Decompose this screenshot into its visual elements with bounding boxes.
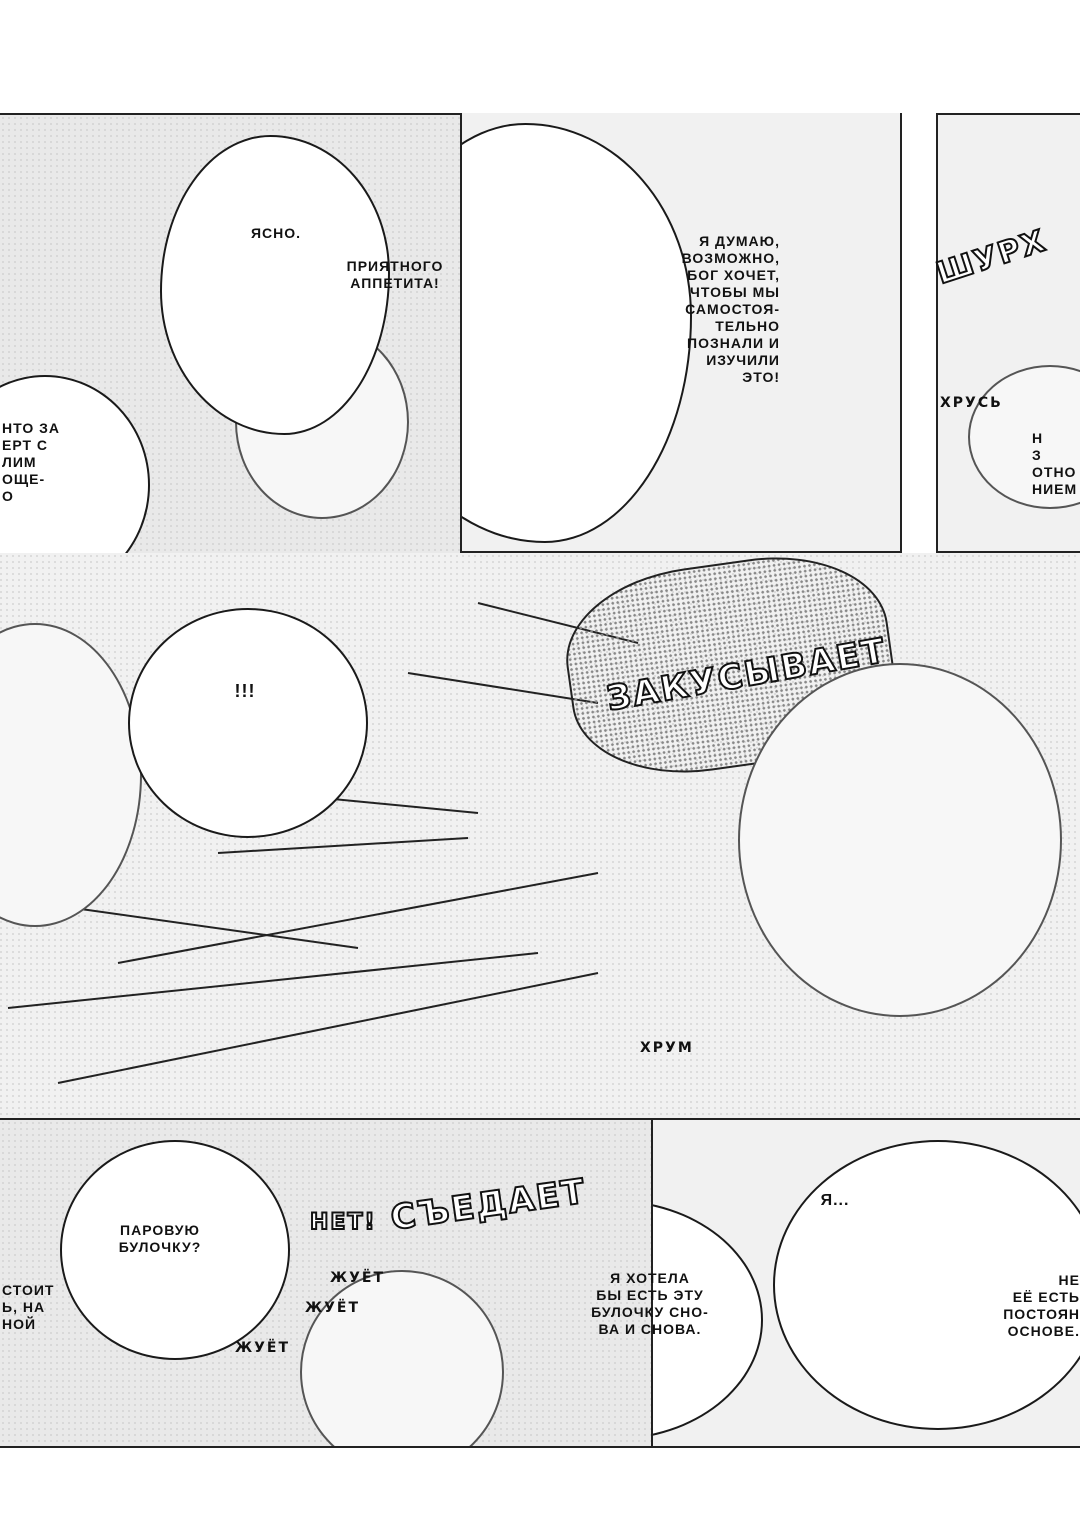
panel-top-middle (462, 113, 902, 553)
speech-bubble (128, 608, 368, 838)
panel-bottom-left (0, 1118, 653, 1448)
sfx-chew: ЖУЁТ (235, 1340, 291, 1356)
cut-off-text: НТО ЗА ЕРТ С ЛИМ ОЩЕ- О (2, 420, 60, 504)
speech-bubble (160, 135, 390, 435)
sfx-crunch: ХРУСЬ (940, 395, 1003, 411)
speech-text: ПРИЯТНОГО АППЕТИТА! (346, 258, 444, 291)
panel-top-left (0, 113, 462, 558)
cut-off-text: Н З ОТНО НИЕМ (1032, 430, 1078, 497)
panel-top-right (936, 113, 1080, 553)
speech-text: Я... (820, 1192, 850, 1209)
character-face (300, 1270, 504, 1446)
sfx-chew: ЖУЁТ (305, 1300, 361, 1316)
speech-bubble (60, 1140, 290, 1360)
panel-bottom-right (653, 1118, 1080, 1448)
speech-text: Я ХОТЕЛА БЫ ЕСТЬ ЭТУ БУЛОЧКУ СНО- ВА И С… (591, 1270, 709, 1337)
speech-bubble (773, 1140, 1080, 1430)
cut-off-text: СТОИТ Ь, НА НОЙ (2, 1282, 55, 1332)
exclaim-text: !!! (234, 681, 256, 701)
speech-text: Я ДУМАЮ, ВОЗМОЖНО, БОГ ХОЧЕТ, ЧТОБЫ МЫ С… (681, 233, 780, 385)
sfx-no: НЕТ! (309, 1209, 377, 1236)
character-face-right (738, 663, 1062, 1017)
panel-middle (0, 553, 1080, 1118)
speech-text: ЯСНО. (250, 225, 302, 241)
sfx-munch: ХРУМ (640, 1040, 694, 1056)
speech-text: ПАРОВУЮ БУЛОЧКУ? (118, 1222, 202, 1255)
cut-off-text: НЕ ЕЁ ЕСТЬ ПОСТОЯН ОСНОВЕ. (1003, 1272, 1080, 1339)
sfx-chew: ЖУЁТ (330, 1270, 386, 1286)
